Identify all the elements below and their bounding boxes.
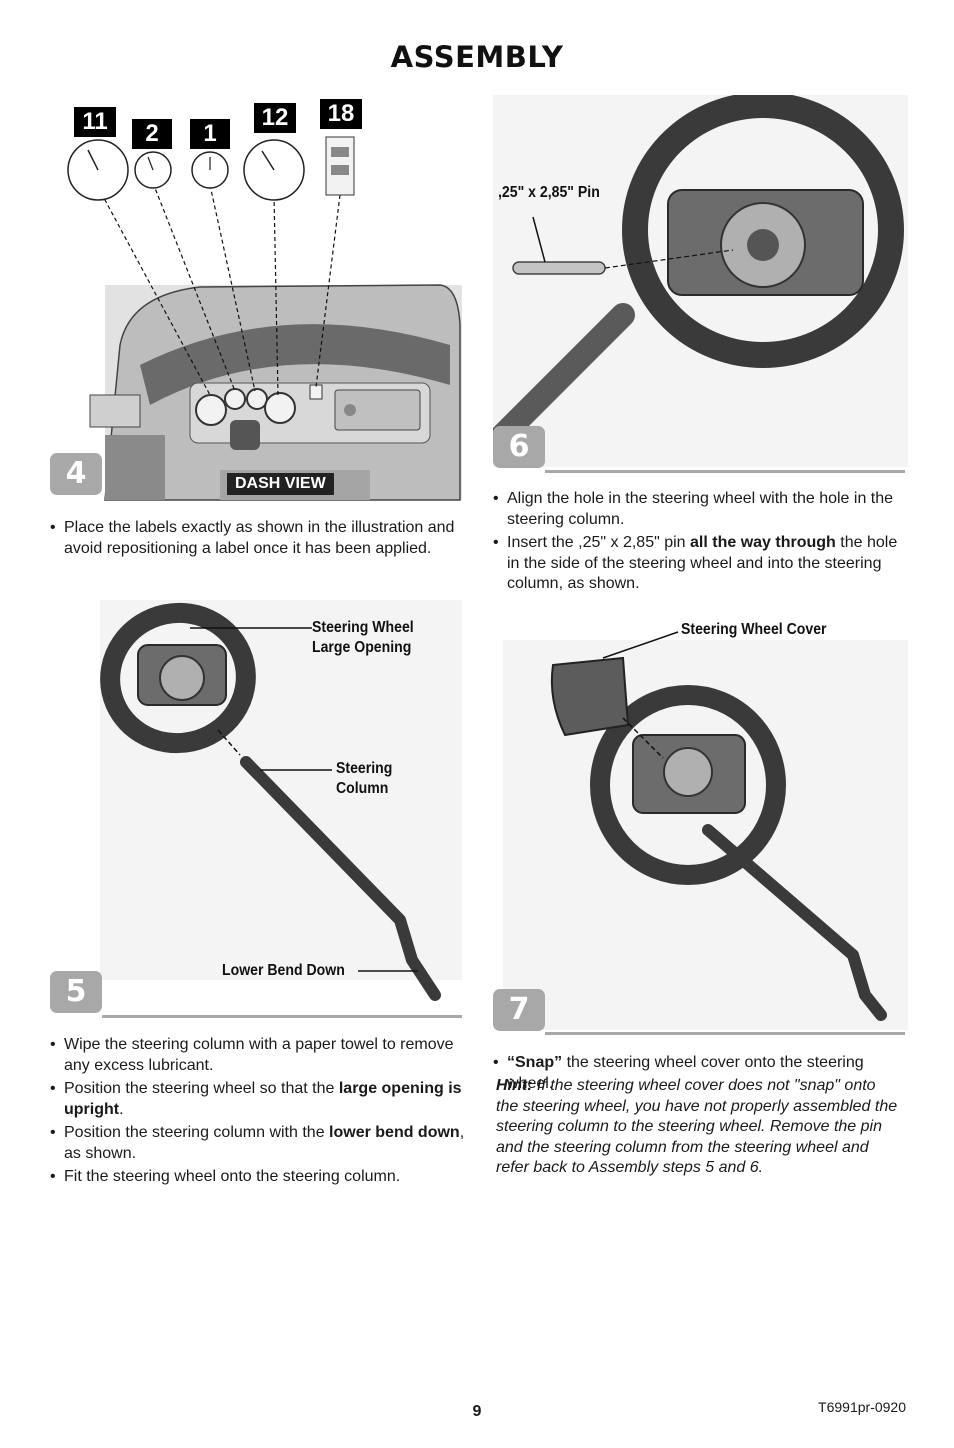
step4-badge: 4 <box>50 453 102 495</box>
step7-hint: Hint: If the steering wheel cover does n… <box>496 1077 898 1176</box>
dash-view-tag: DASH VIEW <box>227 473 334 495</box>
step4-instructions: Place the labels exactly as shown in the… <box>50 518 470 562</box>
steering-column-illustration <box>100 600 462 1001</box>
step5-bullet-position-wheel: Position the steering wheel so that the … <box>50 1079 470 1120</box>
pin-callout: ,25" x 2,85" Pin <box>498 184 600 201</box>
step5-illustration: Steering Wheel Large Opening Steering Co… <box>50 590 462 1020</box>
document-code: T6991pr-0920 <box>818 1399 906 1415</box>
step6-bullet-align: Align the hole in the steering wheel wit… <box>493 489 913 530</box>
wheel-opening-callout-1: Steering Wheel <box>312 619 414 636</box>
step5-bullet-fit: Fit the steering wheel onto the steering… <box>50 1167 470 1188</box>
page-number: 9 <box>472 1403 482 1420</box>
wheel-opening-callout-2: Large Opening <box>312 639 412 656</box>
radio-label-icon <box>325 136 355 196</box>
label-number-1: 1 <box>190 119 230 149</box>
steering-wheel-cover-illustration <box>503 631 908 1030</box>
pin-icon <box>512 261 606 275</box>
label-number-2: 2 <box>132 119 172 149</box>
dash-illustration <box>67 136 462 501</box>
step7-badge: 7 <box>493 989 545 1031</box>
steering-wheel-pin-illustration <box>493 95 908 467</box>
step6-instructions: Align the hole in the steering wheel wit… <box>493 489 913 598</box>
column-callout-1: Steering <box>336 760 393 777</box>
label-number-18: 18 <box>320 99 362 129</box>
step6-bullet-insert: Insert the ,25" x 2,85" pin all the way … <box>493 533 913 595</box>
step4-bullet: Place the labels exactly as shown in the… <box>50 518 470 559</box>
step5-bullet-position-column: Position the steering column with the lo… <box>50 1123 470 1164</box>
step5-bullet-wipe: Wipe the steering column with a paper to… <box>50 1035 470 1076</box>
step7-rule <box>545 1032 905 1035</box>
step7-bullet-snap: “Snap” the steering wheel cover onto the… <box>493 1053 913 1094</box>
cover-callout: Steering Wheel Cover <box>681 621 827 638</box>
label-number-12: 12 <box>254 103 296 133</box>
page-title: ASSEMBLY <box>390 40 564 74</box>
label-number-11: 11 <box>74 107 116 137</box>
step5-instructions: Wipe the steering column with a paper to… <box>50 1035 470 1191</box>
step5-badge: 5 <box>50 971 102 1013</box>
step6-rule <box>545 470 905 473</box>
bend-callout: Lower Bend Down <box>222 962 345 979</box>
cover-icon <box>550 656 630 737</box>
step6-badge: 6 <box>493 426 545 468</box>
step7-illustration: Steering Wheel Cover 7 <box>493 610 908 1040</box>
step6-illustration: ,25" x 2,85" Pin 6 <box>493 95 908 480</box>
column-callout-2: Column <box>336 780 389 797</box>
step5-rule <box>102 1015 462 1018</box>
step7-instructions: “Snap” the steering wheel cover onto the… <box>493 1053 913 1097</box>
step4-illustration: 11 2 1 12 18 DASH VIEW 4 <box>50 95 462 505</box>
